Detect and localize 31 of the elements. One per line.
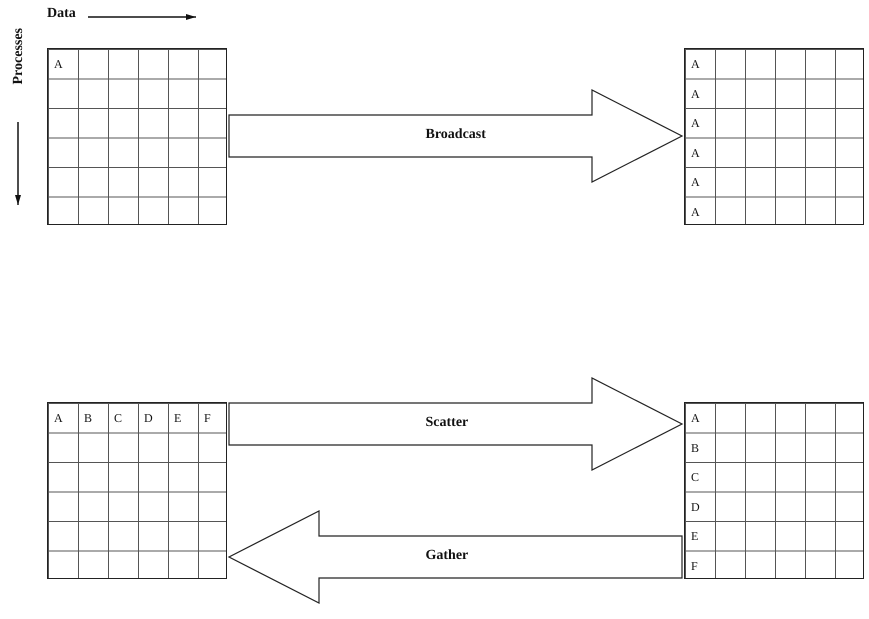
cell-letter: B	[84, 411, 92, 425]
cell-letter: D	[144, 411, 153, 425]
edge-label: Gather	[426, 548, 468, 564]
block-arrow	[228, 510, 683, 604]
cell-letter: F	[691, 558, 698, 572]
axis-label: Data	[47, 6, 76, 22]
data-grid	[47, 402, 227, 579]
data-grid	[684, 48, 864, 225]
edge-label: Scatter	[426, 415, 468, 431]
cell-letter: E	[691, 529, 698, 543]
cell-letter: A	[691, 175, 700, 189]
cell-letter: E	[174, 411, 182, 425]
cell-letter: A	[691, 116, 700, 130]
cell-letter: B	[691, 440, 700, 454]
data-grid	[684, 402, 864, 579]
cell-letter: A	[691, 204, 700, 218]
cell-letter: F	[204, 411, 211, 425]
cell-letter: A	[54, 411, 63, 425]
cell-letter: A	[691, 57, 700, 71]
cell-letter: A	[54, 57, 63, 71]
axis-label: Processes	[11, 28, 27, 84]
block-arrow	[228, 89, 684, 183]
block-arrow	[228, 377, 684, 471]
cell-letter: A	[691, 86, 700, 100]
cell-letter: A	[691, 146, 700, 160]
edge-label: Broadcast	[426, 127, 486, 143]
data-grid	[47, 48, 227, 225]
cell-letter: D	[691, 500, 700, 514]
cell-letter: C	[114, 411, 122, 425]
cell-letter: C	[691, 470, 700, 484]
cell-letter: A	[691, 411, 700, 425]
